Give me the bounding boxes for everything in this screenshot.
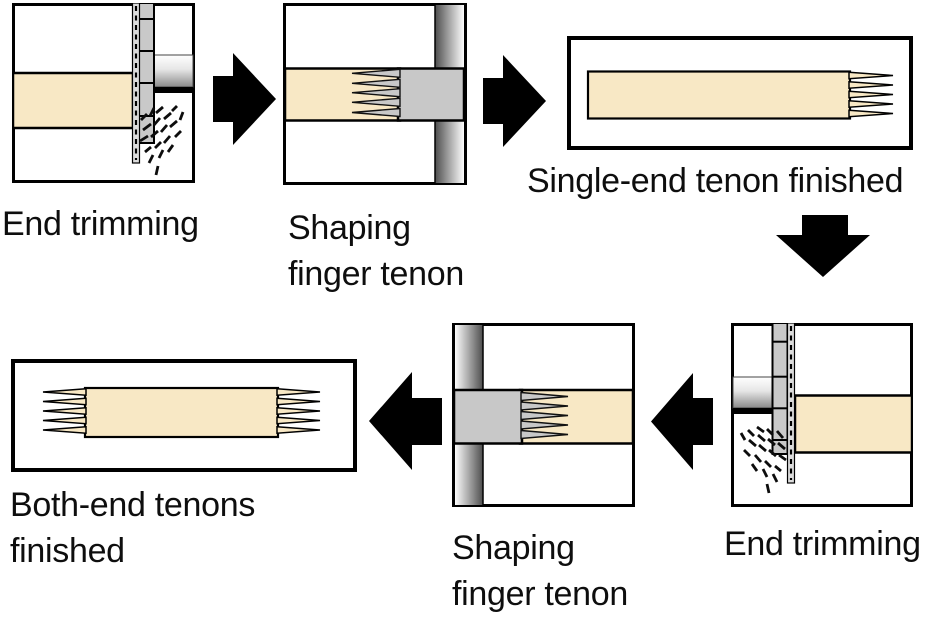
label-line: finger tenon (452, 575, 628, 613)
finger-cutter-icon (396, 67, 466, 122)
label-shaping-finger-tenon-bottom: Shaping finger tenon (452, 525, 628, 617)
label-line: Shaping (452, 529, 575, 567)
panel-both-end-tenons (11, 359, 357, 472)
spindle-icon (732, 376, 774, 414)
wood-piece (12, 71, 135, 130)
arrow-right-icon-1 (213, 53, 276, 145)
finger-tenon-right-icon (848, 71, 894, 118)
sawdust-particles (139, 105, 185, 176)
wood-piece (793, 394, 913, 454)
panel-shaping-finger-tenon-bottom (452, 323, 635, 507)
arrow-left-icon-2 (369, 372, 442, 470)
wood-piece (586, 70, 852, 120)
finger-tenon-left-icon (42, 387, 87, 435)
wood-piece (83, 386, 280, 439)
sawdust-particles (739, 425, 787, 494)
label-line: finger tenon (288, 255, 464, 293)
spindle-icon (153, 54, 194, 93)
saw-blade-icon (131, 3, 155, 164)
cutter-teeth-icon (351, 68, 401, 118)
label-shaping-finger-tenon-top: Shaping finger tenon (288, 205, 464, 297)
label-line: finished (10, 532, 125, 570)
arrow-right-icon-2 (483, 55, 546, 147)
label-end-trimming-top: End trimming (2, 201, 199, 247)
panel-shaping-finger-tenon-top (283, 3, 467, 185)
panel-single-end-tenon (567, 36, 913, 150)
label-line: Single-end tenon finished (527, 162, 904, 200)
label-line: Shaping (288, 209, 411, 247)
label-both-end-tenons-finished: Both-end tenons finished (10, 482, 255, 574)
label-end-trimming-bottom: End trimming (724, 521, 921, 567)
cutter-teeth-icon (520, 391, 569, 440)
finger-cutter-icon (452, 388, 524, 445)
label-single-end-tenon-finished: Single-end tenon finished (527, 158, 904, 204)
finger-tenon-right-icon (276, 387, 321, 435)
arrow-down-icon (776, 215, 870, 277)
arrow-left-icon-1 (651, 373, 713, 470)
label-line: Both-end tenons (10, 486, 256, 524)
label-line: End trimming (724, 525, 921, 563)
label-line: End trimming (2, 205, 199, 243)
panel-end-trimming-top (12, 3, 195, 183)
panel-end-trimming-bottom (731, 323, 913, 507)
